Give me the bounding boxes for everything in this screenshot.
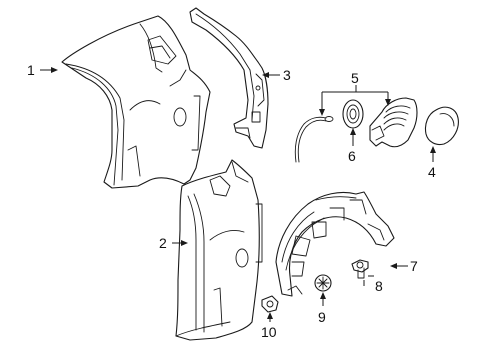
filler-neck-grommet [342,99,364,129]
callout-9: 9 [318,309,326,325]
callout-2: 2 [159,235,167,251]
callout-5: 5 [351,70,359,86]
callout-4: 4 [428,164,436,180]
retainer-nut [261,295,279,313]
wheel-house-liner [275,191,395,297]
quarter-panel-outer [61,15,211,189]
fuel-door-cable [294,116,334,163]
callout-10: 10 [261,324,277,340]
pillar-bracket [189,7,269,149]
fuel-door [424,106,459,146]
callout-6: 6 [348,148,356,164]
star-clip [314,274,332,292]
callout-3: 3 [283,67,291,83]
push-pin-clip [351,259,369,279]
quarter-panel-inner [175,159,263,341]
fuel-door-housing [369,97,418,148]
leader-lines [40,67,436,322]
callout-8: 8 [375,278,383,294]
callout-1: 1 [27,62,35,78]
callout-7: 7 [410,258,418,274]
